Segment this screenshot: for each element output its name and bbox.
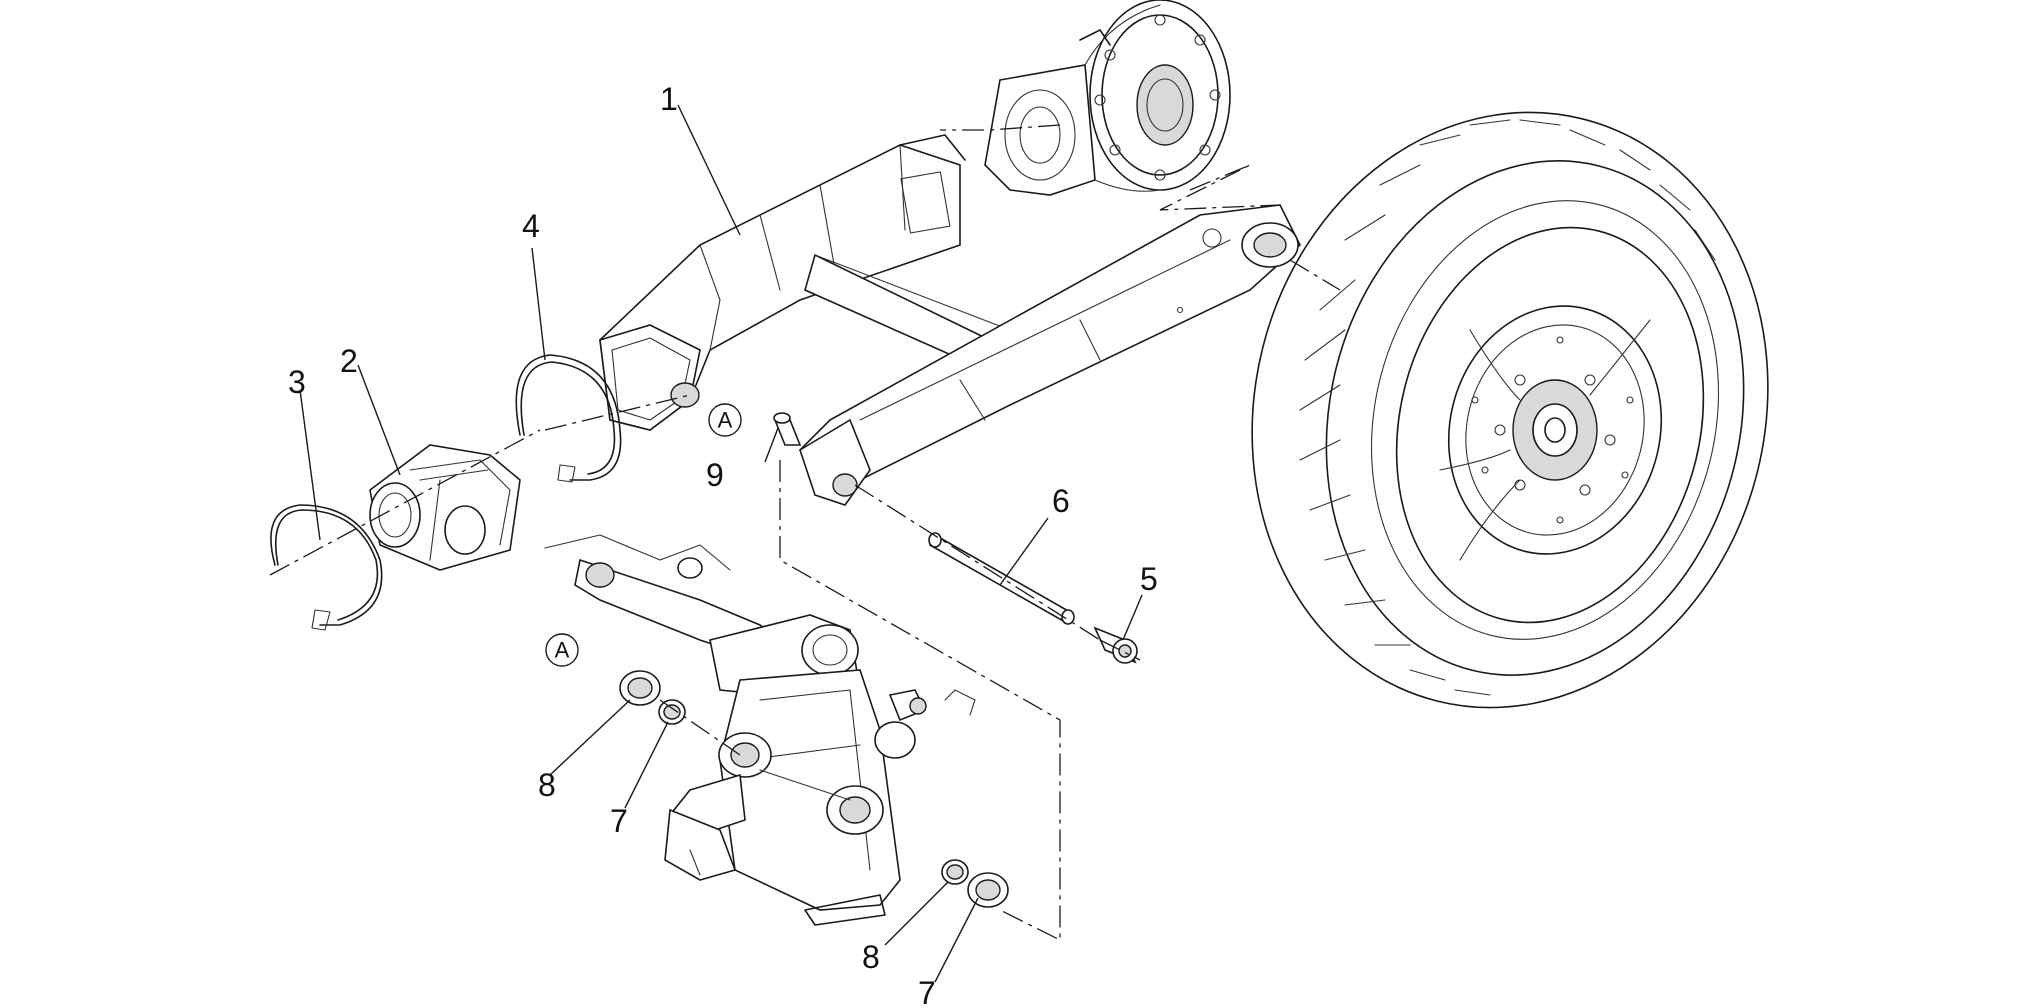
callout-1: 1 bbox=[660, 81, 678, 117]
swingarm bbox=[599, 134, 1301, 506]
lower-bearing-set bbox=[941, 859, 1009, 908]
reference-mark-a-lower-label: A bbox=[555, 638, 570, 663]
reference-mark-a-upper-label: A bbox=[718, 408, 733, 433]
callout-4: 4 bbox=[522, 208, 540, 244]
rear-wheel bbox=[1251, 111, 1769, 709]
pivot-spindle bbox=[928, 532, 1075, 625]
callout-6: 6 bbox=[1052, 483, 1070, 519]
reference-mark-a-lower: A bbox=[545, 633, 579, 667]
frame-pivot-plate bbox=[544, 534, 976, 926]
assembly-centerlines bbox=[269, 124, 1341, 942]
callout-2: 2 bbox=[340, 343, 358, 379]
clamp-inner bbox=[515, 354, 622, 483]
callout-7-lower: 7 bbox=[918, 975, 936, 1008]
callout-labels: 1 2 3 4 5 6 7 7 8 8 9 bbox=[288, 81, 1158, 1008]
screw bbox=[773, 412, 802, 446]
reference-mark-a-upper: A bbox=[708, 403, 742, 437]
callout-7-upper: 7 bbox=[610, 803, 628, 839]
callout-9: 9 bbox=[706, 457, 724, 493]
clamp-outer bbox=[270, 504, 383, 631]
callout-5: 5 bbox=[1140, 561, 1158, 597]
final-drive-housing bbox=[984, 0, 1231, 196]
leader-lines bbox=[299, 104, 1143, 983]
pivot-bushing bbox=[1093, 626, 1138, 664]
rubber-boot bbox=[369, 444, 521, 571]
callout-3: 3 bbox=[288, 364, 306, 400]
upper-bearing-set bbox=[619, 670, 686, 725]
callout-8-upper: 8 bbox=[538, 767, 556, 803]
callout-8-lower: 8 bbox=[862, 939, 880, 975]
